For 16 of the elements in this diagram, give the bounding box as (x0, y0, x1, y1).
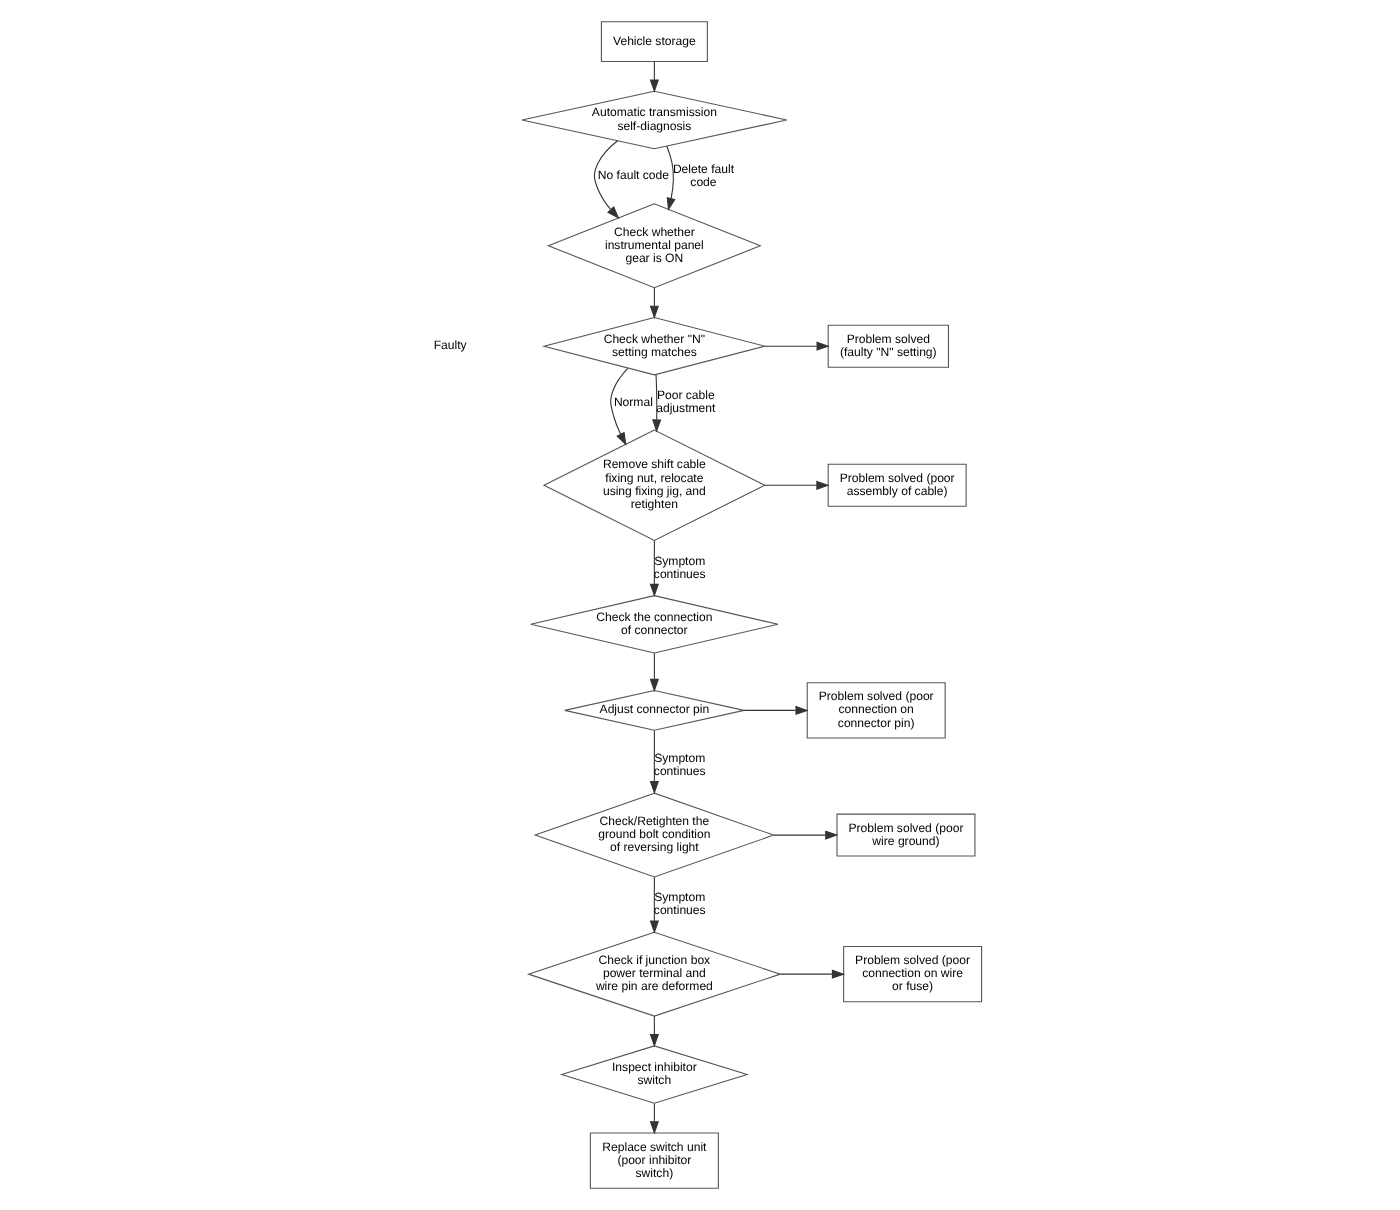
arrow (609, 367, 628, 446)
arrow (742, 705, 808, 716)
arrow (763, 341, 829, 351)
arrow (778, 969, 845, 979)
arrow (648, 876, 658, 934)
arrow (665, 145, 675, 211)
arrow (648, 652, 658, 693)
arrow (648, 539, 658, 598)
arrow (763, 480, 829, 490)
arrow (648, 730, 658, 795)
arrow (648, 61, 658, 93)
arrow (648, 287, 658, 319)
arrow (651, 374, 661, 433)
arrow (592, 140, 619, 219)
arrow (772, 830, 838, 840)
arrow (648, 1015, 658, 1048)
